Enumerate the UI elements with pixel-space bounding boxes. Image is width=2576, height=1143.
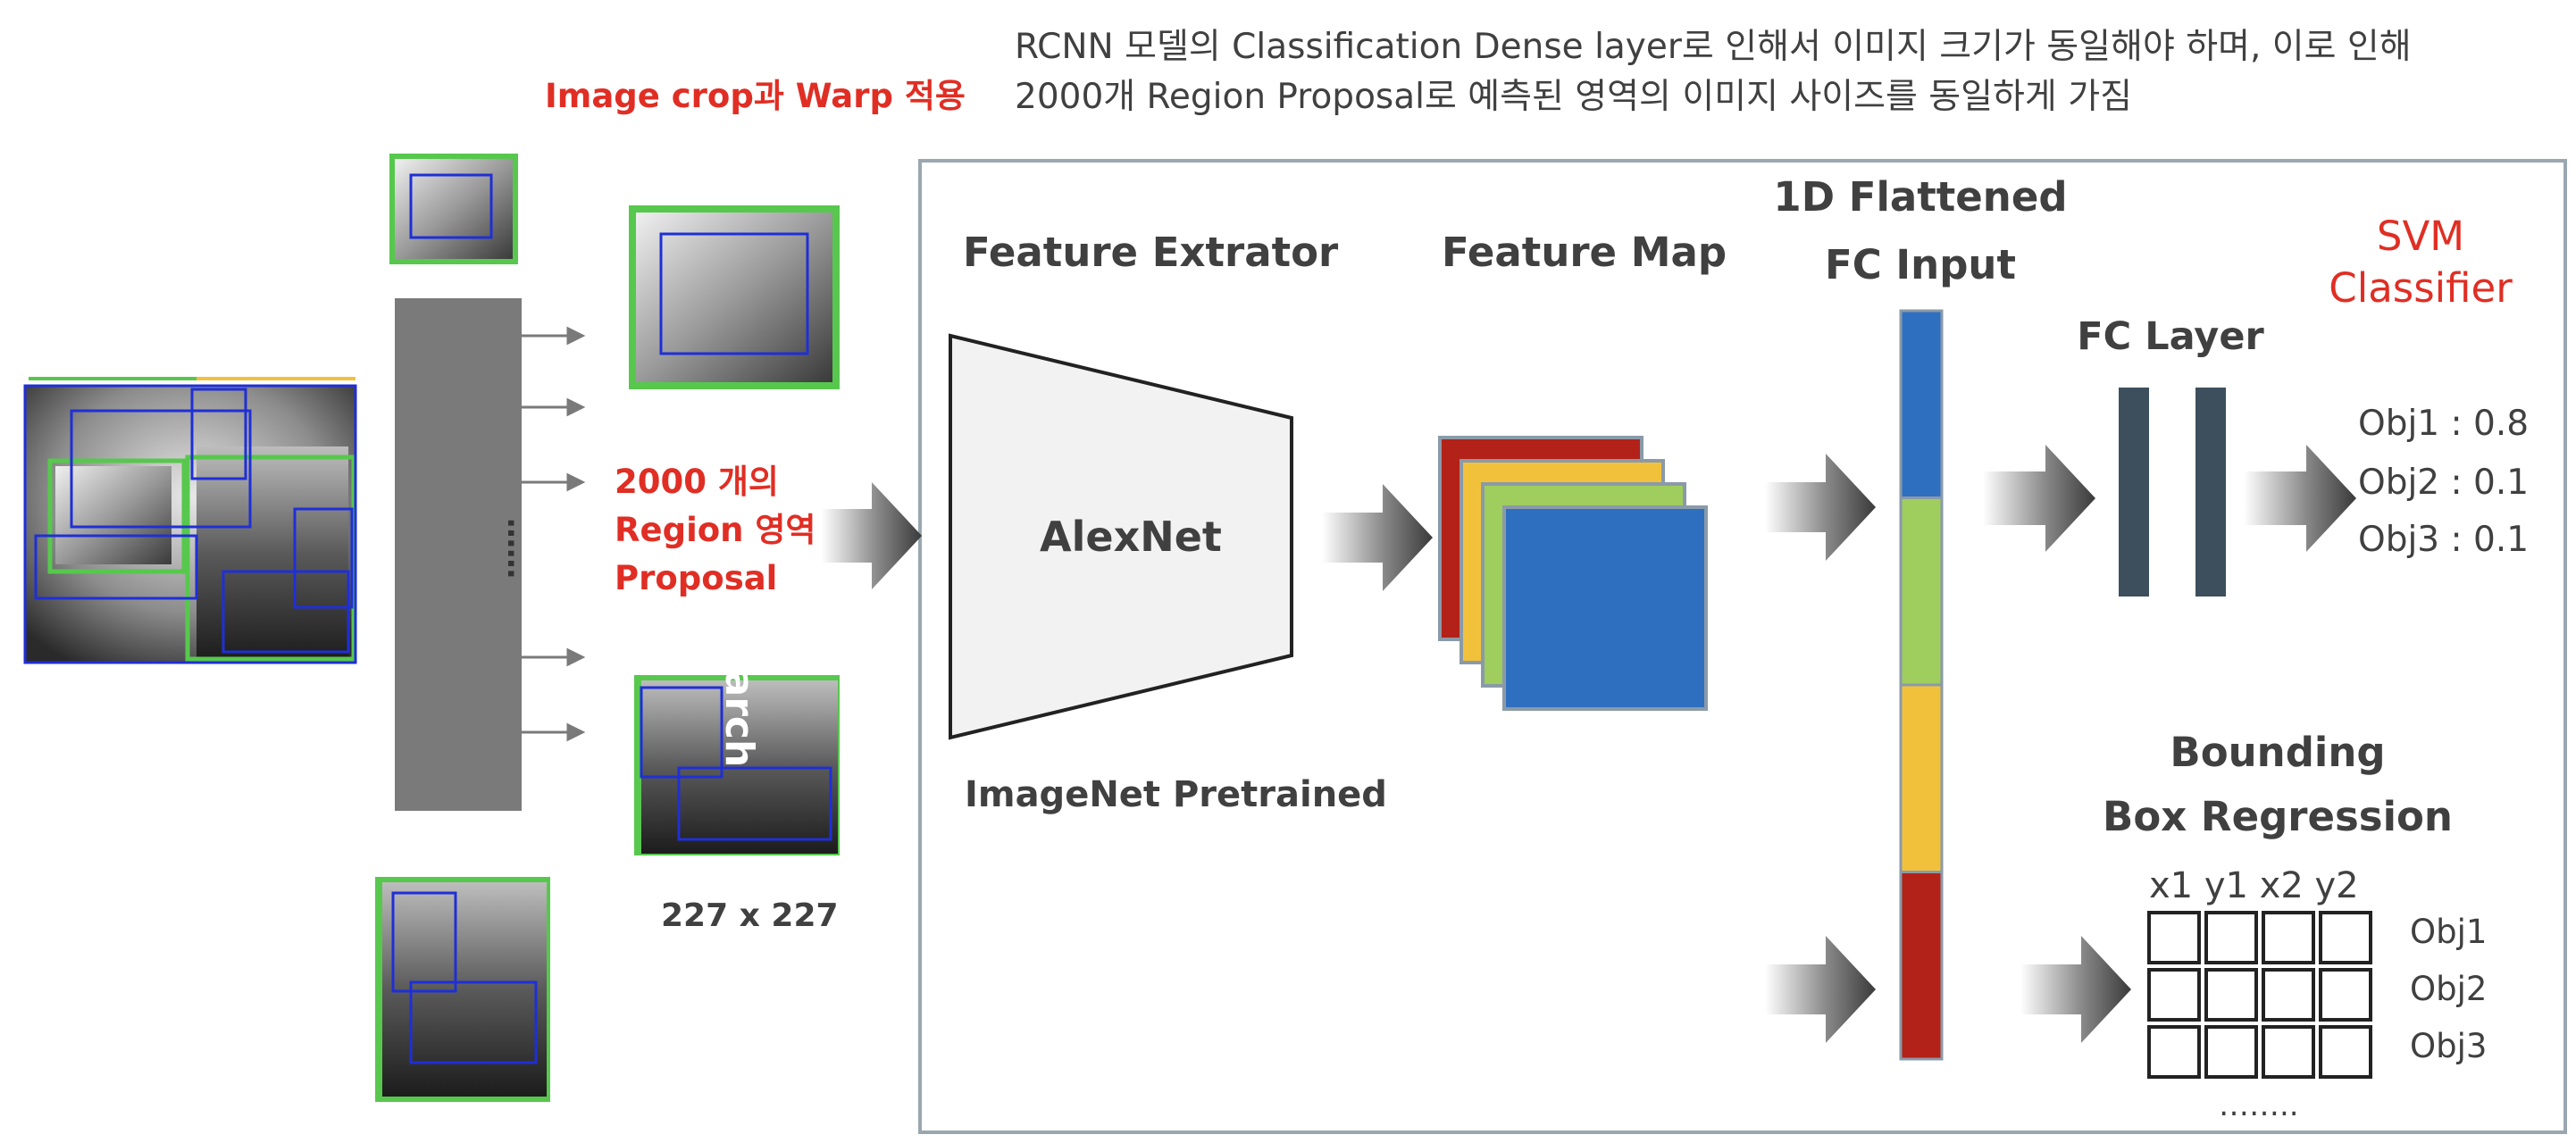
feature-map-layer-4 xyxy=(1502,505,1708,711)
feature-map-title: Feature Map xyxy=(1442,229,1727,276)
svm-output-1: Obj1 : 0.8 xyxy=(2358,404,2530,444)
bbox-title-line-1: Bounding xyxy=(2170,729,2386,776)
svm-title-line-1: SVM xyxy=(2376,213,2465,260)
bbox-cell-r1-c2 xyxy=(2204,911,2258,964)
flattened-segment-3 xyxy=(1899,683,1944,873)
flattened-segment-1 xyxy=(1899,309,1944,499)
bbox-cell-r2-c2 xyxy=(2204,968,2258,1022)
svm-output-3: Obj3 : 0.1 xyxy=(2358,520,2530,560)
svm-title-line-2: Classifier xyxy=(2329,264,2513,312)
alexnet-label: AlexNet xyxy=(1040,513,1222,561)
bbox-cell-r3-c3 xyxy=(2262,1025,2315,1079)
fc-layer-bar-2 xyxy=(2195,388,2226,597)
source-image xyxy=(23,377,357,664)
bbox-row-label-1: Obj1 xyxy=(2410,913,2488,951)
crop-size-label: 227 x 227 xyxy=(661,897,839,934)
flow-arrows xyxy=(822,445,2356,1043)
bbox-cell-r3-c4 xyxy=(2319,1025,2372,1079)
flattened-title-line-2: FC Input xyxy=(1825,241,2016,288)
alexnet-trapezoid xyxy=(949,333,1293,740)
proposal-line-1: 2000 개의 xyxy=(615,463,779,501)
selective-search-dots: …… xyxy=(500,518,536,579)
warped-crop-tv xyxy=(629,205,840,389)
header-note-line-2: 2000개 Region Proposal로 예측된 영역의 이미지 사이즈를 … xyxy=(1015,77,2132,117)
bbox-cell-r3-c2 xyxy=(2204,1025,2258,1079)
arrow-to-flatten-bottom xyxy=(1765,936,1876,1043)
arrow-to-extractor xyxy=(822,482,922,589)
warped-crop-person xyxy=(634,675,840,855)
flattened-segment-4 xyxy=(1899,871,1944,1061)
flattened-column xyxy=(1899,309,1944,1061)
arrow-to-svm xyxy=(2244,445,2356,552)
bbox-column-headers: x1 y1 x2 y2 xyxy=(2149,865,2359,906)
bbox-cell-r2-c4 xyxy=(2319,968,2372,1022)
arrow-to-bbox xyxy=(2020,936,2131,1043)
proposal-line-2: Region 영역 xyxy=(615,511,816,549)
bbox-cell-r2-c3 xyxy=(2262,968,2315,1022)
bbox-cell-r1-c4 xyxy=(2319,911,2372,964)
arrow-to-fc-layer xyxy=(1983,445,2095,552)
arrow-to-feature-map xyxy=(1322,484,1433,591)
flattened-segment-2 xyxy=(1899,496,1944,687)
bbox-title-line-2: Box Regression xyxy=(2103,793,2453,840)
arrow-to-flatten-top xyxy=(1765,454,1876,561)
flattened-title-line-1: 1D Flattened xyxy=(1773,173,2068,221)
bbox-row-label-2: Obj2 xyxy=(2410,970,2488,1008)
bbox-cell-r2-c1 xyxy=(2147,968,2201,1022)
selective-search-bar xyxy=(395,298,522,811)
region-thumb-tv xyxy=(389,154,518,264)
bbox-cell-r1-c3 xyxy=(2262,911,2315,964)
imagenet-pretrained-label: ImageNet Pretrained xyxy=(965,774,1387,815)
network-frame xyxy=(918,159,2567,1134)
svm-output-2: Obj2 : 0.1 xyxy=(2358,463,2530,503)
bbox-more-rows: …….. xyxy=(2219,1088,2299,1123)
crop-warp-label: Image crop과 Warp 적용 xyxy=(545,77,966,115)
feature-extractor-title: Feature Extrator xyxy=(963,229,1339,276)
bbox-regression-grid xyxy=(2147,911,2372,1079)
bbox-row-label-3: Obj3 xyxy=(2410,1027,2488,1065)
header-note-line-1: RCNN 모델의 Classification Dense layer로 인해서… xyxy=(1015,27,2412,67)
region-thumb-person xyxy=(375,877,550,1102)
fc-layer-bar-1 xyxy=(2119,388,2149,597)
bbox-cell-r3-c1 xyxy=(2147,1025,2201,1079)
fc-layer-title: FC Layer xyxy=(2077,314,2264,359)
bbox-cell-r1-c1 xyxy=(2147,911,2201,964)
proposal-line-3: Proposal xyxy=(615,559,778,597)
feature-map-stack xyxy=(1438,436,1708,711)
proposal-arrows xyxy=(522,326,586,742)
